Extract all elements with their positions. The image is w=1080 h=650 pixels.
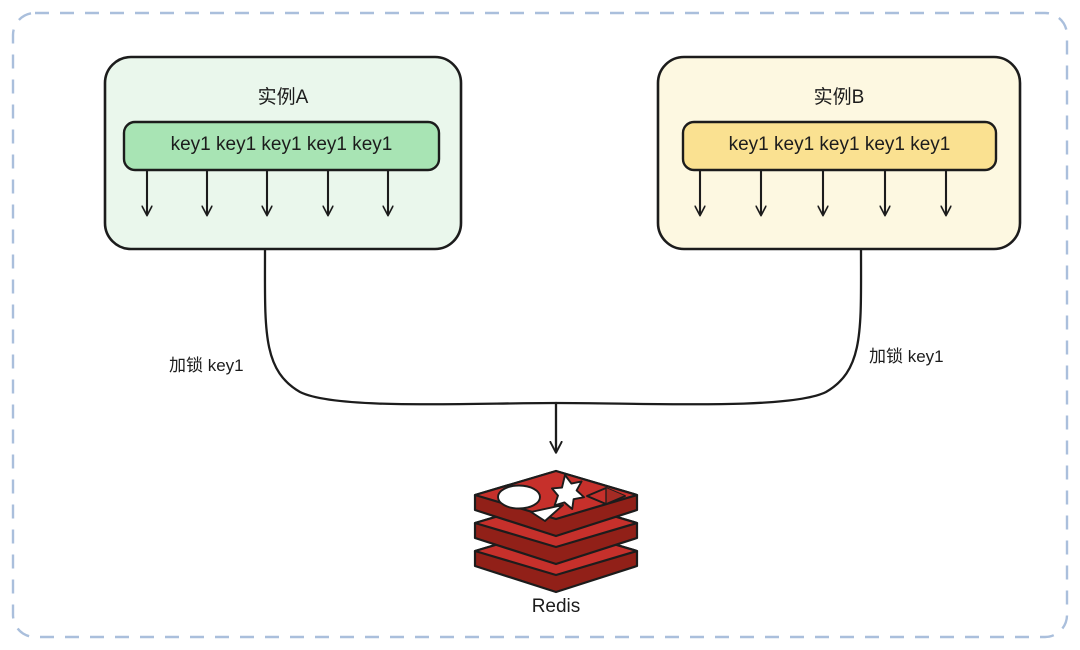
instance-b-keys-box	[681, 120, 998, 172]
instance-a-box	[103, 55, 463, 251]
edge-label-instance-a: 加锁 key1	[169, 356, 244, 375]
instance-a-thread-arrows	[147, 171, 388, 215]
redis-node-label: Redis	[531, 596, 581, 617]
redis-glyph-ellipse	[497, 484, 541, 510]
redis-stack-icon	[473, 469, 639, 594]
instance-a-keys-label: key1 key1 key1 key1 key1	[170, 134, 393, 155]
instance-a-title: 实例A	[257, 87, 309, 108]
instance-a-keys-box	[122, 120, 441, 172]
edge-instance-b-to-redis	[554, 248, 863, 406]
redis-layer-top	[473, 469, 639, 538]
instance-b-title: 实例B	[813, 87, 865, 108]
edge-instance-a-to-redis	[263, 248, 558, 406]
redis-glyph-star	[551, 474, 585, 510]
redis-glyph-diamond	[586, 487, 626, 505]
edge-label-instance-b: 加锁 key1	[869, 347, 944, 366]
instance-b-thread-arrows	[700, 171, 946, 215]
instance-b-box	[656, 55, 1022, 251]
redis-glyph-triangle	[530, 504, 564, 522]
instance-b-keys-label: key1 key1 key1 key1 key1	[728, 134, 951, 155]
outer-dashed-boundary	[11, 11, 1069, 639]
